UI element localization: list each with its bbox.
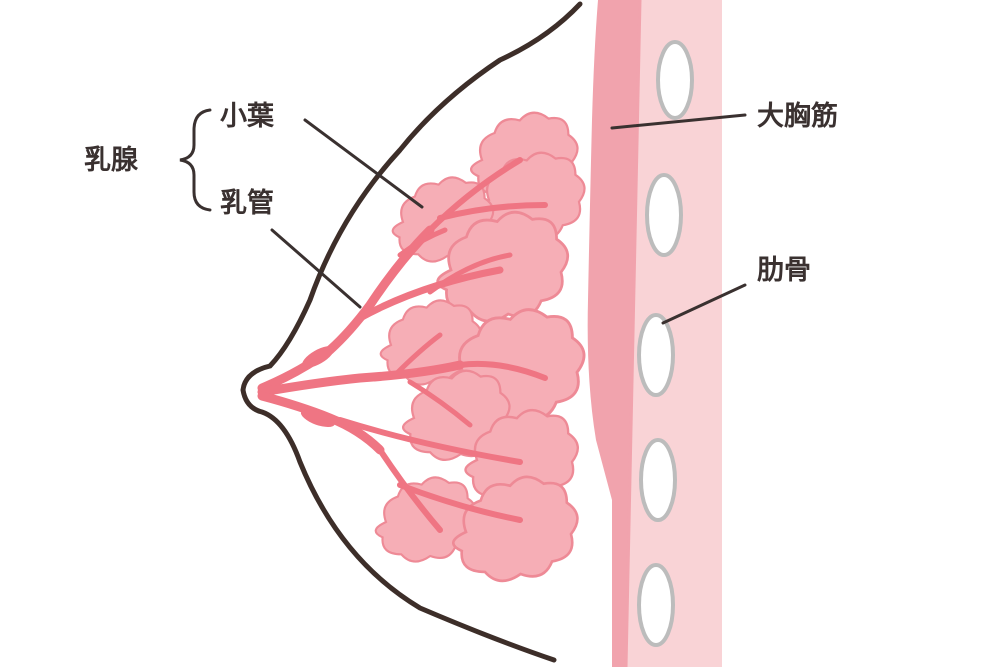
nipple-ampulla-lower [300,408,336,428]
duct-middle-branch-3 [407,379,473,428]
duct-lower-branch-3 [397,482,523,523]
duct-lower-branch-2 [377,447,443,533]
leader-pectoralis [610,113,747,130]
breast-outline [240,1,583,663]
leader-lobule [303,118,424,209]
leader-rib [661,283,747,325]
duct-middle-branch-2 [392,332,443,378]
lobule-10 [451,475,579,583]
duct-upper-mid-branch [427,252,513,295]
leader-duct [270,228,362,309]
label-mammary-gland: 乳腺 [84,145,139,176]
muscle-separation-line [624,0,642,667]
duct-upper-branch-3 [397,227,448,258]
rib-5 [637,563,675,647]
label-rib: 肋骨 [757,255,811,286]
curly-brace-icon [179,108,212,212]
ribs [637,40,694,647]
label-lactiferous-duct: 乳管 [220,188,274,219]
label-lobule: 小葉 [220,101,275,132]
duct-lower-branch-1 [337,417,523,465]
nipple-ampulla-upper [302,346,334,368]
duct-upper-main [257,225,435,393]
duct-upper-branch-2 [437,202,548,221]
nipple [300,346,336,428]
muscle-outer-band [587,0,640,667]
rib-4 [639,438,677,522]
duct-middle-branch-1 [457,360,548,381]
duct-upper-branch-1 [427,157,523,233]
duct-middle-main [257,360,465,397]
leader-lines [270,113,747,325]
label-pectoralis-major: 大胸筋 [757,100,838,132]
rib-2 [645,173,683,257]
rib-1 [656,40,694,120]
rib-3 [637,313,675,397]
duct-upper-mid [356,266,504,322]
